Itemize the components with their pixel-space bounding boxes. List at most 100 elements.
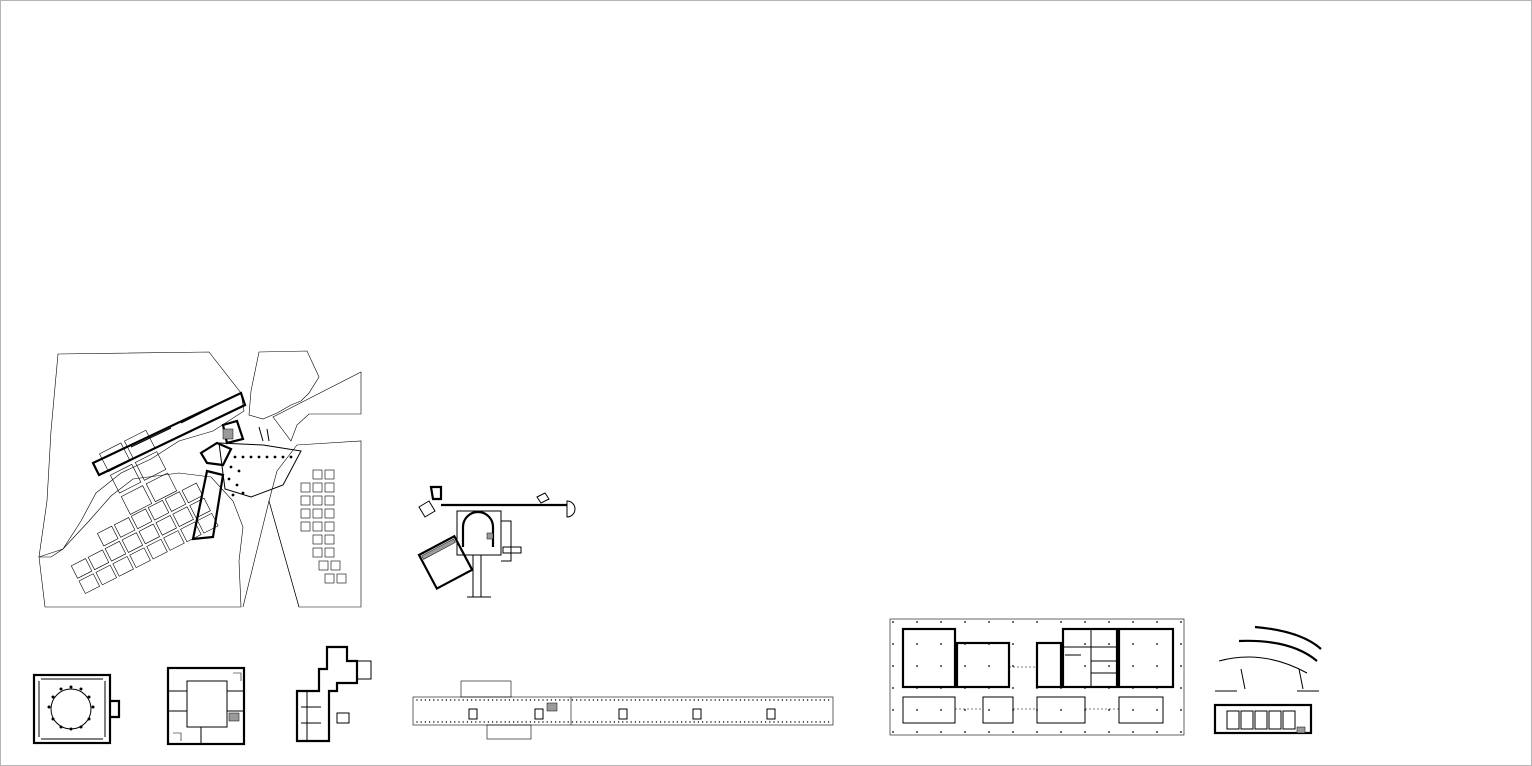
column-dot xyxy=(693,721,695,723)
site-island-top xyxy=(248,350,320,420)
column-dot xyxy=(802,699,805,701)
column-dot xyxy=(748,721,750,723)
column-dot xyxy=(811,721,813,723)
column-dot xyxy=(437,699,439,701)
column-dot xyxy=(735,699,737,701)
column-dot xyxy=(588,699,590,701)
column-dot xyxy=(617,721,620,723)
grid-dot xyxy=(1012,643,1014,645)
column-dot xyxy=(743,721,746,723)
column-dot xyxy=(676,721,679,723)
site-landmass-left xyxy=(38,472,244,608)
grid-dot xyxy=(1036,687,1038,689)
column-dot xyxy=(416,699,418,701)
column-dot xyxy=(538,721,540,723)
central-dome xyxy=(50,688,92,730)
column-dot xyxy=(596,721,599,723)
grid-dot xyxy=(892,643,894,645)
grid-dot xyxy=(1012,621,1014,623)
column-dot xyxy=(487,721,490,723)
grid-dot xyxy=(892,687,894,689)
column-dot xyxy=(601,699,603,701)
column-dot xyxy=(584,721,586,723)
column-dot xyxy=(441,699,443,701)
grid-dot xyxy=(964,687,966,689)
central-spine xyxy=(191,469,225,541)
column-dot xyxy=(680,699,683,701)
column-dot xyxy=(722,721,725,723)
column-dot xyxy=(622,699,624,701)
column-dot xyxy=(710,721,712,723)
grid-dot xyxy=(1156,621,1158,623)
grid-dot xyxy=(1156,687,1158,689)
column-dot xyxy=(764,699,767,701)
column-dot xyxy=(487,699,490,701)
column-dot xyxy=(458,721,460,723)
column-dot xyxy=(424,699,427,701)
column-dot xyxy=(655,699,658,701)
grid-dot xyxy=(1108,687,1110,689)
column-dot xyxy=(445,699,448,701)
column-dot xyxy=(479,699,481,701)
column-dot xyxy=(588,721,590,723)
column-dot xyxy=(722,699,725,701)
column-dot xyxy=(701,699,704,701)
grid-block-plan xyxy=(889,618,1185,736)
column-dot xyxy=(815,721,817,723)
column-dot xyxy=(752,699,754,701)
column-dot xyxy=(630,721,632,723)
column-dot xyxy=(798,699,800,701)
grid-dot xyxy=(916,731,918,733)
column-dot xyxy=(428,721,431,723)
grid-dot xyxy=(1180,643,1182,645)
column-dot xyxy=(433,721,435,723)
column-dot xyxy=(613,721,616,723)
grid-dot xyxy=(1132,731,1134,733)
colonnade-dots xyxy=(416,699,830,723)
grid-dot xyxy=(1132,621,1134,623)
grid-dot xyxy=(1060,731,1062,733)
column-dot xyxy=(584,699,586,701)
hall-fan xyxy=(218,442,302,498)
grid-dot xyxy=(1084,687,1086,689)
grid-dot xyxy=(1108,643,1110,645)
column-dot xyxy=(538,699,540,701)
site-block-right xyxy=(268,440,362,608)
column-dot xyxy=(655,721,658,723)
column-dot xyxy=(735,721,737,723)
grid-dot xyxy=(1180,731,1182,733)
rotated-square xyxy=(417,534,474,591)
column-dot xyxy=(512,699,515,701)
column-dot xyxy=(508,721,511,723)
grid-dot xyxy=(1156,709,1158,711)
column-dot xyxy=(697,721,700,723)
long-linear-plan xyxy=(412,680,834,740)
column-dot xyxy=(437,721,439,723)
centralized-plan xyxy=(32,673,121,745)
column-dot xyxy=(559,699,561,701)
column-dot xyxy=(668,699,670,701)
grid-dot xyxy=(988,665,990,667)
column-dot xyxy=(756,721,758,723)
column-dot xyxy=(819,721,821,723)
hall-inner xyxy=(186,680,228,728)
grid-dot xyxy=(1108,621,1110,623)
grid-dot xyxy=(940,731,942,733)
column-dot xyxy=(420,721,422,723)
column-dot xyxy=(613,699,616,701)
hall-outer xyxy=(166,666,246,746)
column-dot xyxy=(773,721,775,723)
column-dot xyxy=(609,721,611,723)
grid-dot xyxy=(1180,665,1182,667)
column-dot xyxy=(651,721,653,723)
round-chamber xyxy=(461,510,495,547)
column-dot xyxy=(634,699,637,701)
column-dot xyxy=(542,699,544,701)
column-dot xyxy=(575,721,578,723)
grid-dot xyxy=(1060,643,1062,645)
column-dot xyxy=(470,721,473,723)
column-dot xyxy=(466,721,469,723)
grid-dot xyxy=(940,643,942,645)
column-dot xyxy=(748,699,750,701)
